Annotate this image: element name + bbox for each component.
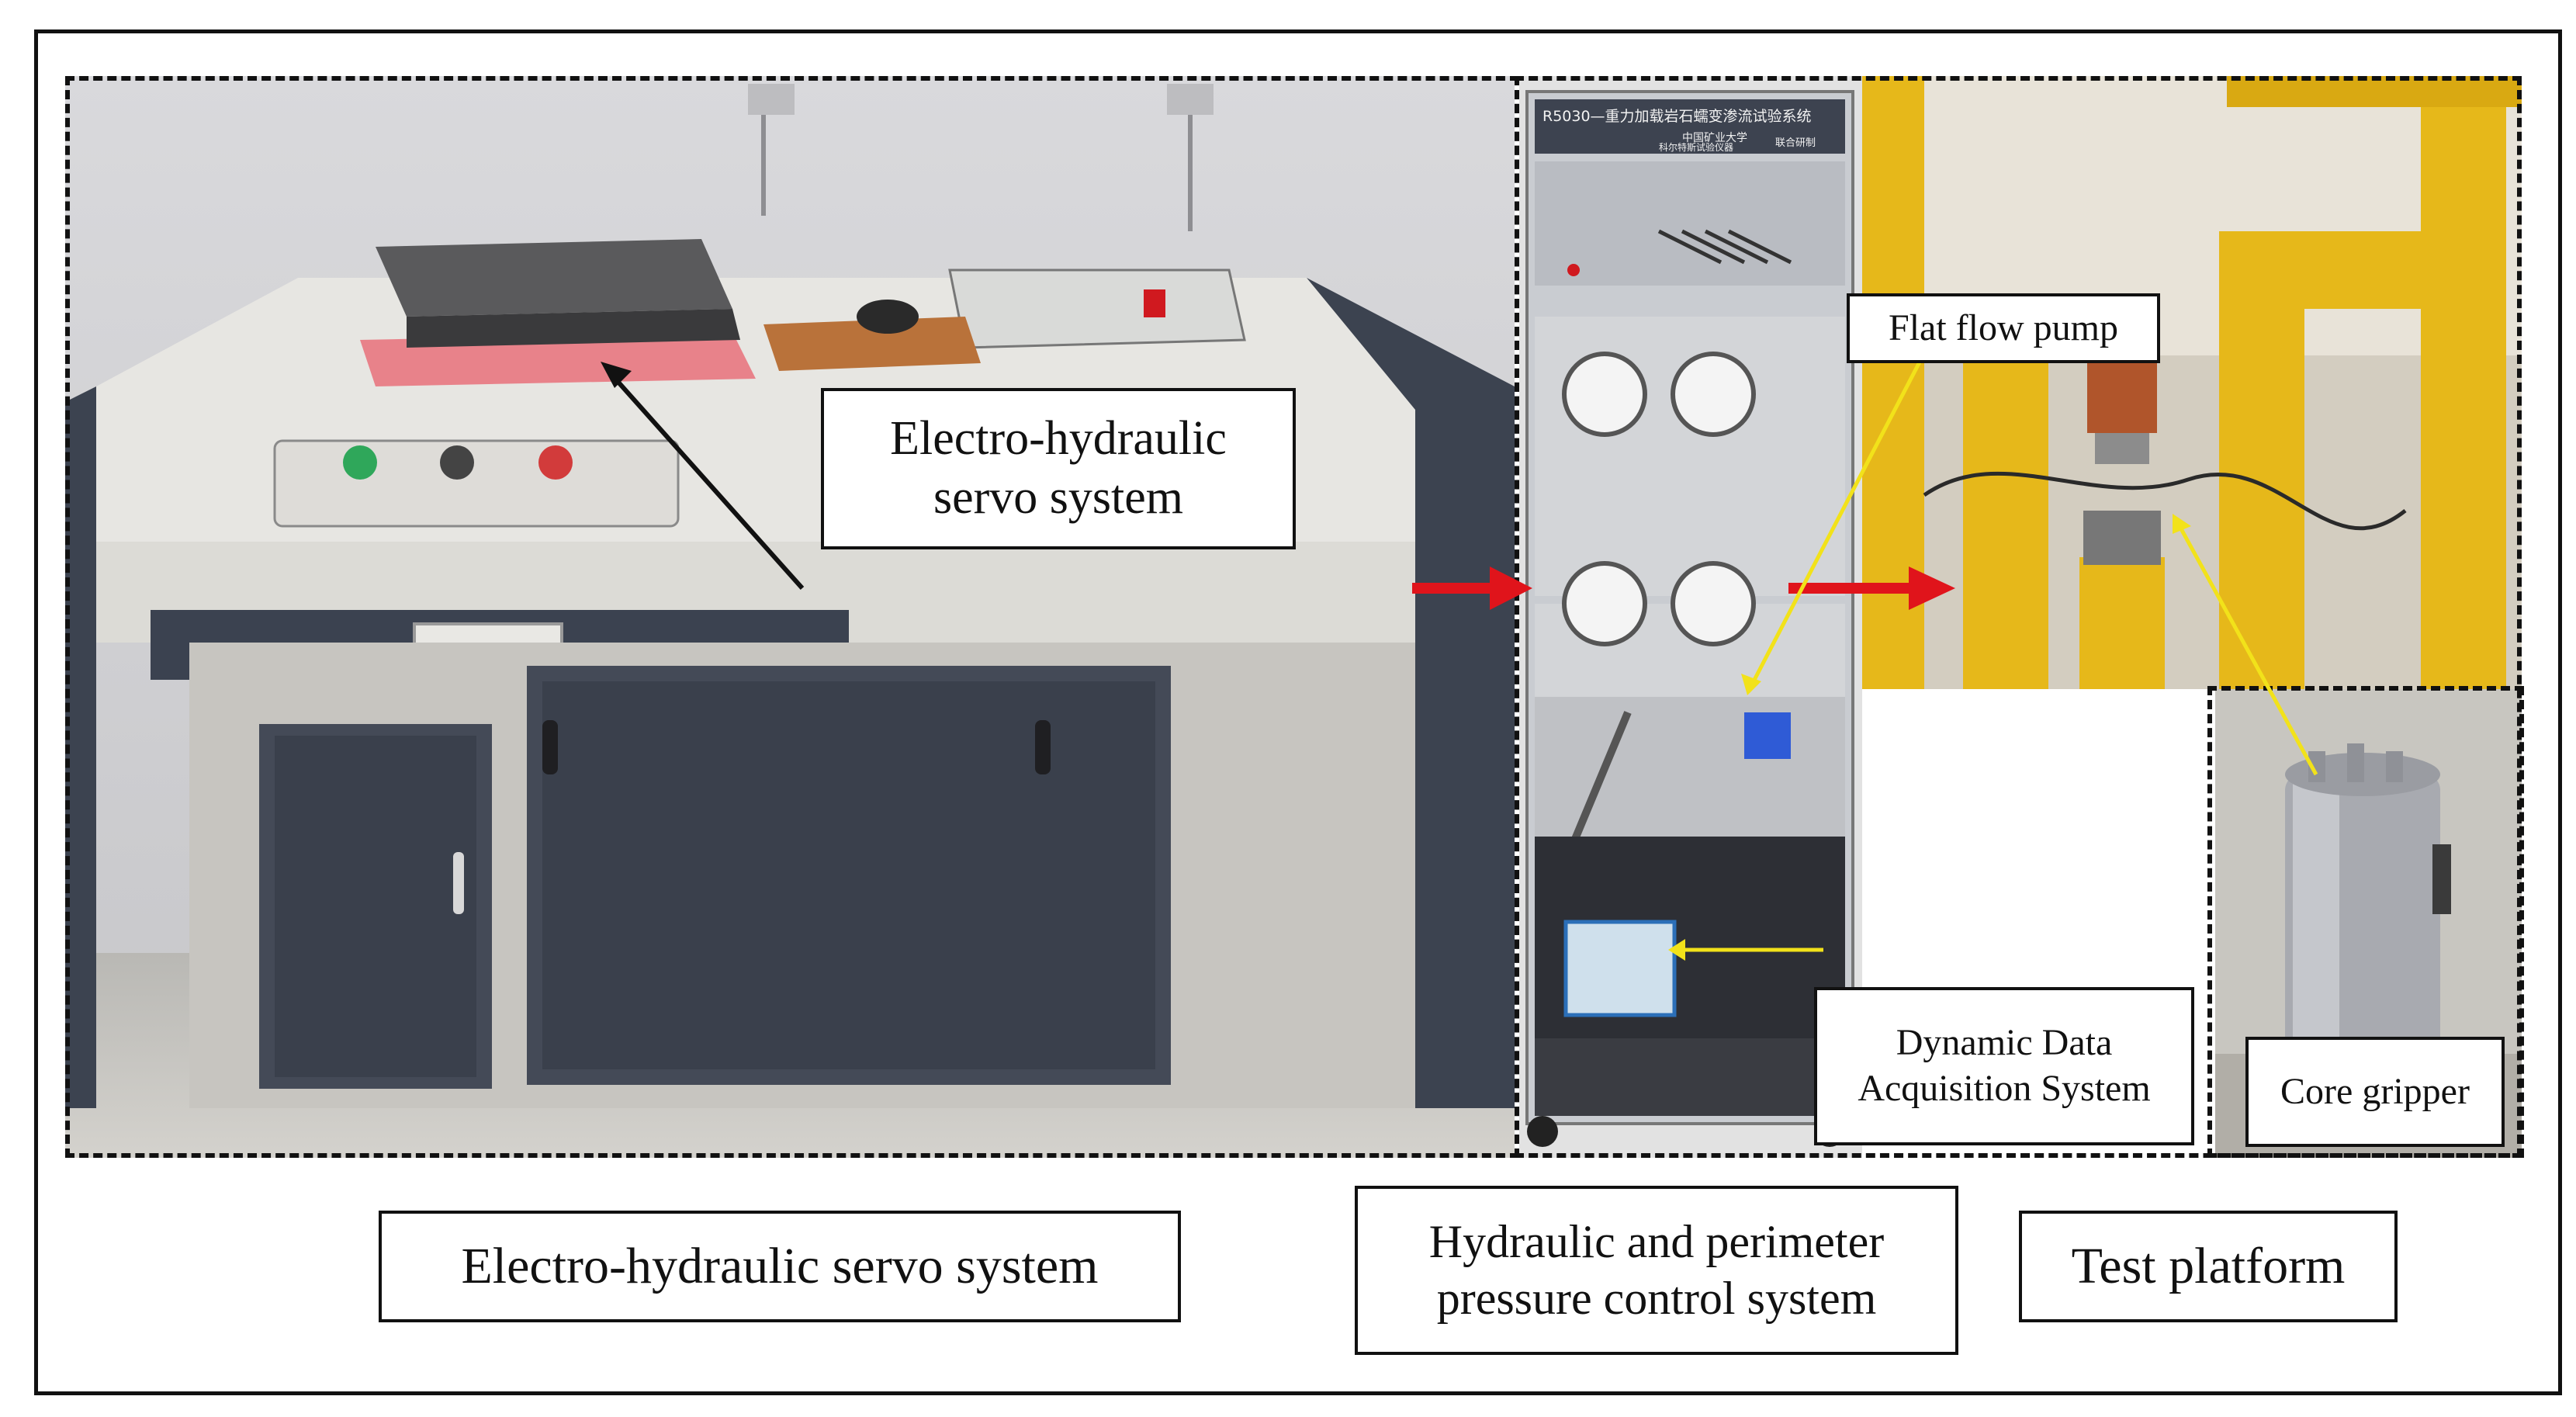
cabinet-sub-text-3: 联合研制: [1775, 137, 1816, 149]
platform-photo-illustration: [1862, 76, 2522, 689]
callout-daq-system: Dynamic Data Acquisition System: [1814, 987, 2194, 1145]
cabinet-sub-text-1: 中国矿业大学: [1682, 132, 1747, 144]
cabinet-sub-text-2: 科尔特斯试验仪器: [1659, 141, 1733, 153]
callout-core-gripper: Core gripper: [2245, 1037, 2505, 1147]
yellow-arrow-daq: [1668, 939, 1823, 961]
yellow-arrow-pump: [1741, 352, 1927, 695]
caption-pressure-control: Hydraulic and perimeter pressure control…: [1355, 1186, 1958, 1355]
yellow-arrow-gripper-a: [2173, 514, 2318, 776]
caption-test-platform: Test platform: [2019, 1211, 2398, 1322]
servo-photo-illustration: [65, 76, 1515, 1158]
red-arrow-2: [1788, 566, 1955, 610]
panel-border-gripper: [2207, 686, 2524, 1158]
callout-flat-flow-pump: Flat flow pump: [1847, 293, 2160, 363]
caption-servo-system: Electro-hydraulic servo system: [379, 1211, 1181, 1322]
callout-servo-system: Electro-hydraulic servo system: [821, 388, 1296, 549]
photo-servo-system: [65, 76, 1515, 1158]
panel-border-middle: [1515, 76, 2522, 1158]
cabinet-header-text: R5030—重力加载岩石蠕变渗流试验系统: [1542, 108, 1812, 125]
photo-test-platform: [1862, 76, 2522, 689]
red-arrow-1: [1412, 566, 1532, 610]
